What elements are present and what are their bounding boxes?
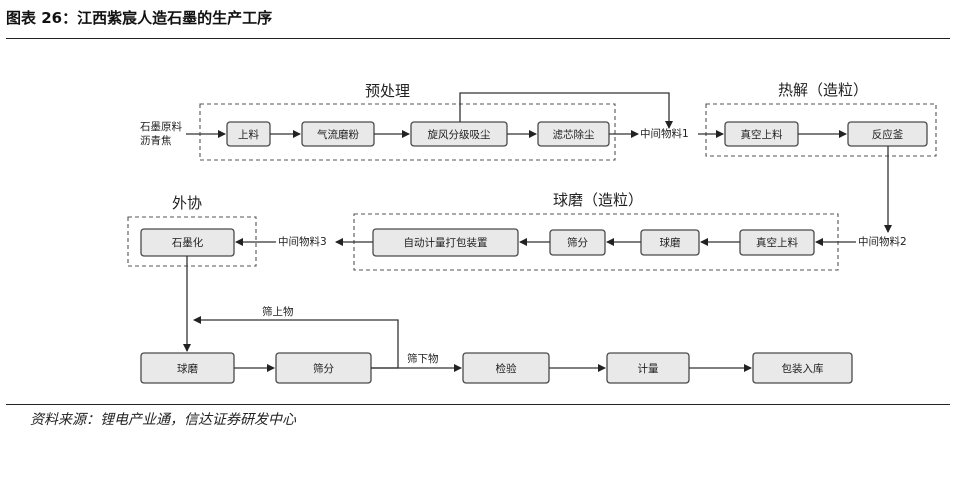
- svg-text:真空上料: 真空上料: [741, 128, 783, 141]
- svg-text:反应釜: 反应釜: [872, 128, 904, 141]
- top-rule: [6, 38, 950, 39]
- step-inspect: 检验: [462, 352, 550, 384]
- step-ball-mill-1: 球磨: [640, 229, 700, 256]
- svg-text:球磨: 球磨: [660, 236, 681, 249]
- svg-text:自动计量打包装置: 自动计量打包装置: [404, 236, 488, 249]
- group-pyrolysis-frame: [705, 103, 937, 157]
- step-vacuum-feed-1: 真空上料: [724, 121, 799, 147]
- step-ball-mill-2: 球磨: [140, 352, 235, 384]
- svg-text:包装入库: 包装入库: [782, 362, 824, 375]
- step-auto-packing: 自动计量打包装置: [372, 228, 519, 257]
- arrow-classify-bypass-to-m1: [459, 92, 673, 129]
- intermediate-m2: 中间物料2: [858, 235, 907, 248]
- step-vacuum-feed-2: 真空上料: [739, 229, 815, 256]
- intermediate-m3: 中间物料3: [278, 235, 327, 248]
- svg-text:球磨: 球磨: [177, 362, 198, 375]
- bottom-rule: [6, 404, 950, 405]
- svg-text:石墨化: 石墨化: [172, 236, 204, 249]
- step-screen-1: 筛分: [549, 229, 606, 256]
- group-milling-title: 球磨（造粒）: [553, 191, 643, 209]
- svg-text:滤芯除尘: 滤芯除尘: [553, 128, 595, 141]
- figure-title: 图表 26：江西紫宸人造石墨的生产工序: [6, 9, 273, 27]
- flow-label-oversize: 筛上物: [262, 305, 294, 318]
- step-meter: 计量: [606, 352, 690, 384]
- step-filter-dedust: 滤芯除尘: [537, 121, 610, 147]
- group-pretreat-title: 预处理: [365, 82, 410, 100]
- step-pack-store: 包装入库: [752, 352, 853, 384]
- svg-text:筛分: 筛分: [567, 236, 588, 249]
- step-reactor: 反应釜: [847, 121, 928, 147]
- step-cyclone-classify: 旋风分级吸尘: [410, 121, 508, 147]
- step-jet-mill: 气流磨粉: [301, 121, 375, 147]
- svg-text:筛分: 筛分: [313, 362, 334, 375]
- svg-text:真空上料: 真空上料: [756, 236, 798, 249]
- group-outsource-frame: [127, 216, 257, 267]
- svg-text:旋风分级吸尘: 旋风分级吸尘: [428, 128, 491, 141]
- intermediate-m1: 中间物料1: [640, 127, 689, 140]
- input-raw-line1: 石墨原料: [140, 120, 182, 133]
- svg-text:上料: 上料: [238, 128, 259, 141]
- step-graphitize: 石墨化: [140, 228, 235, 257]
- input-raw-line2: 沥青焦: [140, 134, 172, 147]
- group-pretreat-frame: [199, 103, 616, 161]
- svg-text:检验: 检验: [496, 362, 517, 375]
- step-feed: 上料: [226, 121, 271, 147]
- step-screen-2: 筛分: [275, 352, 372, 384]
- svg-text:气流磨粉: 气流磨粉: [317, 128, 359, 141]
- group-outsource-title: 外协: [172, 194, 202, 212]
- group-pyrolysis-title: 热解（造粒）: [778, 81, 868, 99]
- flow-label-undersize: 筛下物: [407, 352, 439, 365]
- svg-text:计量: 计量: [638, 362, 659, 375]
- source-note: 资料来源：锂电产业通，信达证券研发中心: [30, 412, 296, 428]
